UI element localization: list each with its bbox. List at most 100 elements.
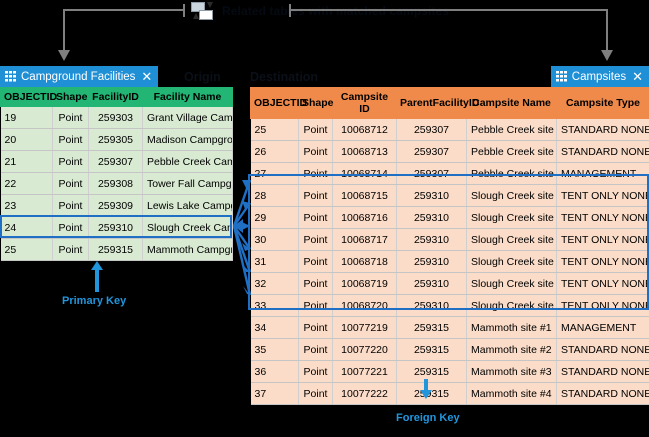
foreign-key-arrow-stem	[424, 379, 428, 392]
cell-campsite-name: Pebble Creek site #26	[466, 140, 557, 163]
cell-shape: Point	[298, 140, 333, 163]
cell-campsite-id: 10068712	[332, 118, 397, 141]
cell-objectid: 22	[0, 172, 53, 195]
column-header-facilityid[interactable]: FacilityID	[88, 87, 143, 107]
table-grid-icon	[5, 71, 16, 82]
cell-facility-name: Madison Campground	[142, 128, 233, 151]
cell-facility-id: 259315	[88, 238, 143, 261]
cell-campsite-id: 10068717	[332, 228, 397, 251]
tab-campsites[interactable]: Campsites ✕	[550, 66, 649, 87]
cell-campsite-name: Mammoth site #4	[466, 382, 557, 405]
cell-parent-facility-id: 259315	[396, 360, 467, 383]
origin-arrow-icon	[58, 50, 70, 61]
tab-campground-facilities[interactable]: Campground Facilities ✕	[0, 66, 159, 87]
cell-campsite-type: STANDARD NONELECTRIC	[556, 382, 649, 405]
cell-campsite-id: 10077222	[332, 382, 397, 405]
close-icon[interactable]: ✕	[632, 69, 643, 84]
cell-objectid: 30	[250, 228, 299, 251]
cell-campsite-type: STANDARD NONELECTRIC	[556, 360, 649, 383]
cell-objectid: 27	[250, 162, 299, 185]
column-header-campsite-name[interactable]: Campsite Name	[466, 87, 557, 119]
cell-parent-facility-id: 259315	[396, 338, 467, 361]
cell-facility-id: 259308	[88, 172, 143, 195]
cell-parent-facility-id: 259310	[396, 272, 467, 295]
column-header-campsite-id[interactable]: Campsite ID	[332, 87, 397, 119]
cell-campsite-name: Slough Creek site #4	[466, 250, 557, 273]
table-header-row: OBJECTID Shape Campsite ID ParentFacilit…	[250, 87, 649, 119]
cell-campsite-type: TENT ONLY NONELECTRIC	[556, 272, 649, 295]
cell-shape: Point	[52, 238, 89, 261]
related-tables-icon	[190, 1, 218, 21]
cell-campsite-id: 10077220	[332, 338, 397, 361]
close-icon[interactable]: ✕	[141, 69, 153, 84]
cell-objectid: 35	[250, 338, 299, 361]
cell-campsite-type: MANAGEMENT	[556, 162, 649, 185]
cell-shape: Point	[298, 294, 333, 317]
column-header-facility-name[interactable]: Facility Name	[142, 87, 233, 107]
cell-objectid: 20	[0, 128, 53, 151]
destination-bracket-tick	[289, 4, 291, 17]
diagram-title-text: Related tables with matched campsites	[222, 3, 449, 18]
campsites-table[interactable]: OBJECTID Shape Campsite ID ParentFacilit…	[250, 87, 649, 405]
foreign-key-arrow-icon	[420, 390, 432, 399]
column-header-shape[interactable]: Shape	[298, 87, 334, 119]
cell-campsite-id: 10077219	[332, 316, 397, 339]
cell-campsite-name: Slough Creek site #2	[466, 206, 557, 229]
cell-parent-facility-id: 259307	[396, 140, 467, 163]
cell-objectid: 37	[250, 382, 299, 405]
cell-campsite-id: 10068719	[332, 272, 397, 295]
cell-facility-name: Mammoth Campground	[142, 238, 233, 261]
campground-facilities-table[interactable]: OBJECTID Shape FacilityID Facility Name …	[0, 87, 233, 261]
primary-key-arrow-icon	[91, 261, 103, 270]
cell-objectid: 21	[0, 150, 53, 173]
cell-objectid: 29	[250, 206, 299, 229]
cell-campsite-id: 10068715	[332, 184, 397, 207]
cell-campsite-id: 10068716	[332, 206, 397, 229]
cell-shape: Point	[298, 184, 333, 207]
cell-objectid: 28	[250, 184, 299, 207]
cell-campsite-type: TENT ONLY NONELECTRIC	[556, 184, 649, 207]
cell-campsite-type: TENT ONLY NONELECTRIC	[556, 250, 649, 273]
cell-campsite-type: STANDARD NONELECTRIC	[556, 118, 649, 141]
cell-parent-facility-id: 259310	[396, 294, 467, 317]
destination-bracket-horizontal	[289, 9, 608, 11]
column-header-objectid[interactable]: OBJECTID	[250, 87, 307, 119]
column-header-parentfacilityid[interactable]: ParentFacilityID	[396, 87, 479, 119]
column-header-campsite-type[interactable]: Campsite Type	[556, 87, 649, 119]
cell-campsite-name: Mammoth site #3	[466, 360, 557, 383]
cell-shape: Point	[298, 382, 333, 405]
column-header-shape[interactable]: Shape	[52, 87, 89, 107]
cell-shape: Point	[52, 128, 89, 151]
cell-campsite-name: Slough Creek site #5	[466, 272, 557, 295]
column-header-objectid[interactable]: OBJECTID	[0, 87, 57, 107]
foreign-key-label: Foreign Key	[396, 412, 460, 424]
cell-campsite-name: Pebble Creek site #27	[466, 162, 557, 185]
cell-facility-name: Slough Creek Campground	[142, 216, 233, 239]
cell-facility-id: 259310	[88, 216, 143, 239]
cell-shape: Point	[52, 150, 89, 173]
cell-objectid: 26	[250, 140, 299, 163]
cell-campsite-type: TENT ONLY NONELECTRIC	[556, 206, 649, 229]
cell-shape: Point	[298, 360, 333, 383]
